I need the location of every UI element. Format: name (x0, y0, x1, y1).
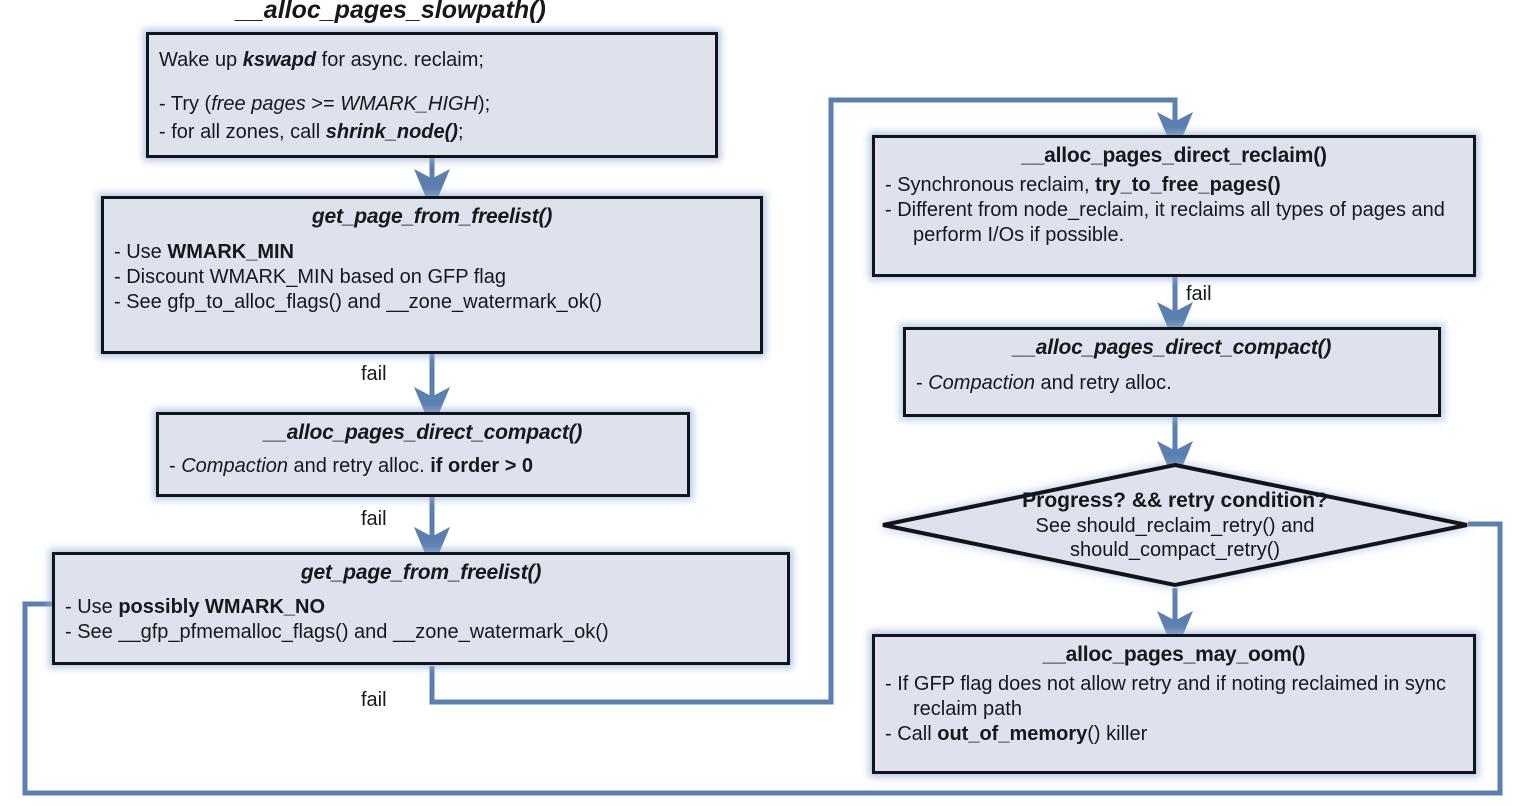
node-direct-compact-right[interactable]: __alloc_pages_direct_compact() - Compact… (903, 327, 1441, 417)
may-oom-title: __alloc_pages_may_oom() (1042, 643, 1306, 666)
direct-compact-right-title: __alloc_pages_direct_compact() (1012, 336, 1332, 359)
may-oom-bullet-2: - Call out_of_memory() killer (885, 723, 1148, 746)
wmark-min-keyword: WMARK_MIN (167, 240, 294, 263)
node-may-oom[interactable]: __alloc_pages_may_oom() - If GFP flag do… (872, 634, 1476, 774)
freelist2-bullet-1: - Use possibly WMARK_NO (65, 595, 326, 618)
direct-reclaim-title: __alloc_pages_direct_reclaim() (1021, 144, 1327, 167)
node-wake-kswapd[interactable]: Wake up kswapd for async. reclaim; - Try… (146, 32, 718, 158)
edge-label-fail-3: fail (361, 689, 387, 711)
may-oom-bullet-1: - If GFP flag does not allow retry and i… (885, 672, 1447, 720)
freelist1-title: get_page_from_freelist() (311, 205, 553, 228)
freelist1-bullet-3: - See gfp_to_alloc_flags() and __zone_wa… (114, 291, 603, 314)
out-of-memory-call: out_of_memory (937, 723, 1088, 746)
freelist2-title: get_page_from_freelist() (300, 561, 542, 584)
direct-compact-left-title: __alloc_pages_direct_compact() (263, 421, 583, 444)
wake-wmark-high-term: WMARK_HIGH (340, 93, 479, 115)
node-get-page-from-freelist-2[interactable]: get_page_from_freelist() - Use possibly … (52, 552, 790, 665)
freelist1-bullet-1: - Use WMARK_MIN (114, 240, 294, 263)
decision-diamond-shape (882, 462, 1468, 588)
wake-line3-c: ; (457, 121, 464, 143)
direct-reclaim-bullet-2: - Different from node_reclaim, it reclai… (885, 198, 1445, 247)
wake-line2-e: ); (478, 93, 491, 115)
wake-line2-c: >= (305, 93, 341, 115)
wake-line3-a: - for all zones, call (159, 121, 326, 143)
wake-shrink-node-call: shrink_node() (325, 121, 458, 143)
freelist1-bullet-2: - Discount WMARK_MIN based on GFP flag (114, 265, 506, 288)
compaction-term: Compaction (181, 454, 288, 477)
node-direct-compact-left[interactable]: __alloc_pages_direct_compact() - Compact… (156, 412, 690, 497)
node-get-page-from-freelist-1[interactable]: get_page_from_freelist() - Use WMARK_MIN… (101, 196, 763, 354)
direct-compact-right-bullet-1: - Compaction and retry alloc. (916, 371, 1172, 394)
compaction-term-right: Compaction (928, 371, 1035, 394)
wake-line1-suffix: for async. reclaim; (316, 49, 484, 71)
wake-line1-prefix: Wake up (159, 49, 243, 71)
direct-compact-left-bullet-1: - Compaction and retry alloc. if order >… (169, 454, 534, 477)
direct-reclaim-bullet-1: - Synchronous reclaim, try_to_free_pages… (885, 173, 1281, 196)
possibly-wmark-no-keyword: possibly WMARK_NO (118, 595, 326, 618)
freelist2-bullet-2: - See __gfp_pfmemalloc_flags() and __zon… (65, 620, 609, 643)
wake-line2-a: - Try ( (159, 93, 212, 115)
node-direct-reclaim[interactable]: __alloc_pages_direct_reclaim() - Synchro… (872, 135, 1476, 277)
page-title: __alloc_pages_slowpath() (236, 0, 546, 24)
edge-label-fail-reclaim: fail (1186, 283, 1212, 305)
try-to-free-pages-call: try_to_free_pages() (1095, 173, 1281, 196)
wake-free-pages-term: free pages (211, 93, 306, 115)
node-decision-progress-retry[interactable]: Progress? && retry condition? See should… (880, 462, 1470, 588)
edge-label-fail-2: fail (361, 508, 387, 530)
if-order-condition: if order > 0 (430, 454, 534, 477)
wake-kswapd-keyword: kswapd (242, 49, 317, 71)
edge-label-fail-1: fail (361, 363, 387, 385)
